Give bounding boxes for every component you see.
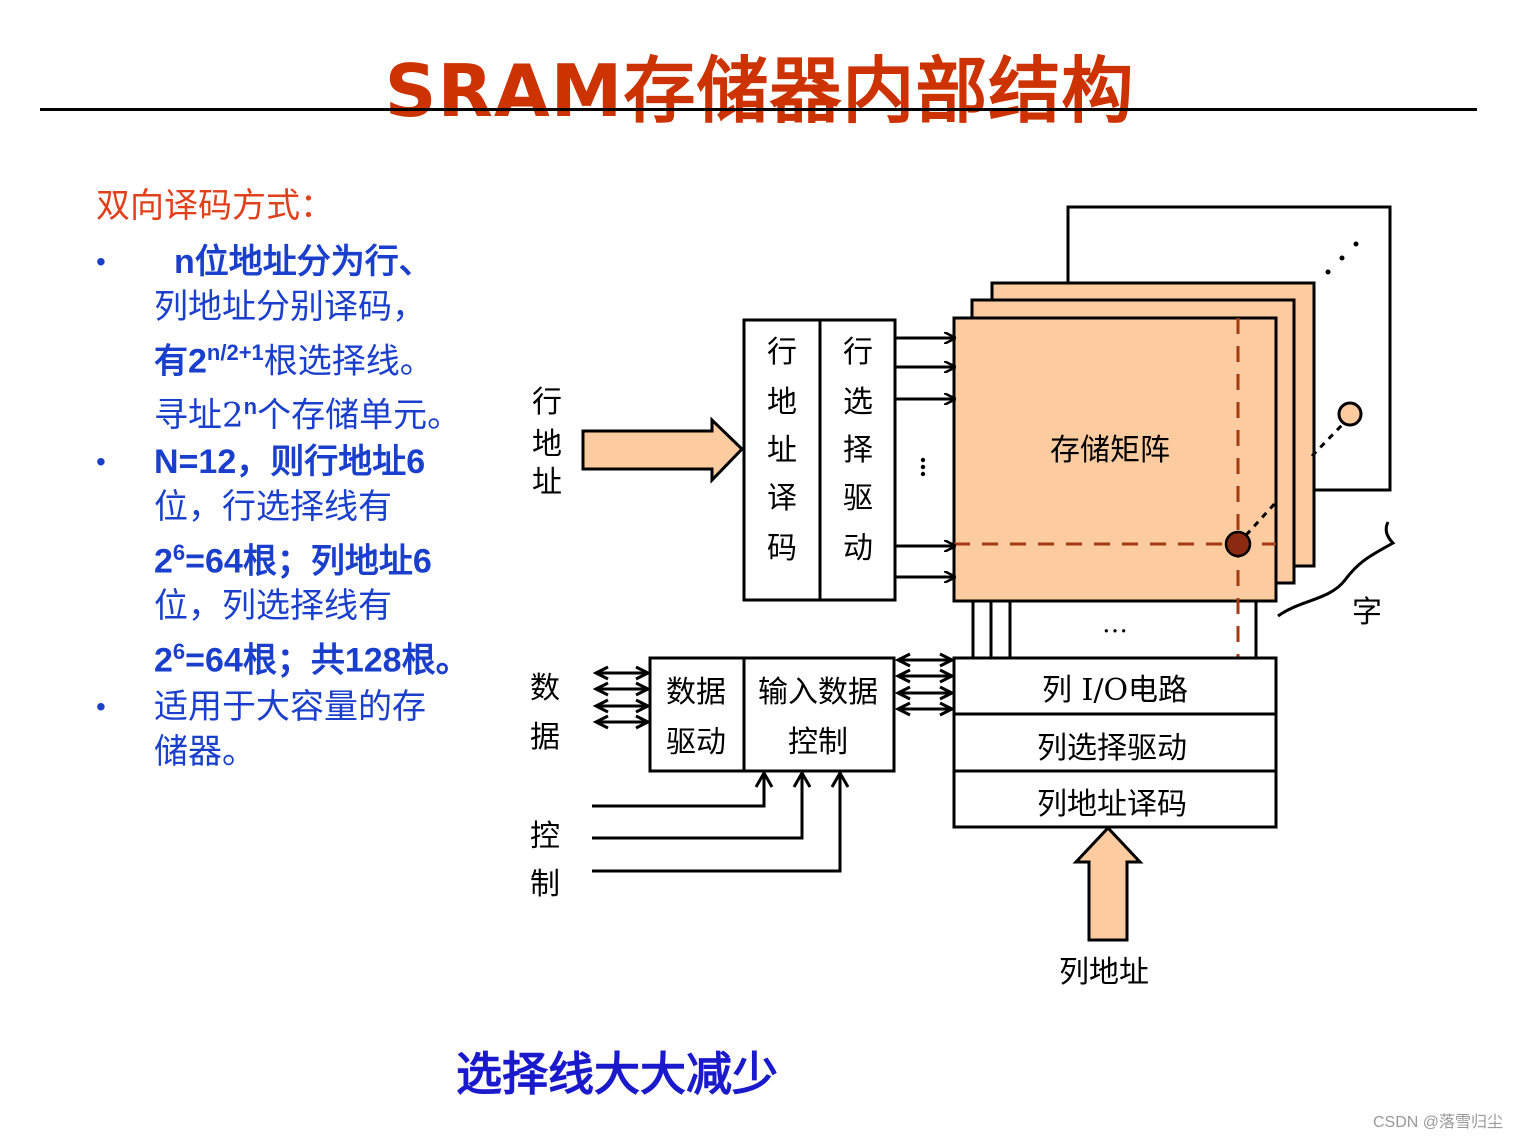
cell-link-dotted — [1236, 498, 1280, 546]
control-lines — [592, 769, 850, 873]
input-control-box — [742, 656, 896, 773]
control-label-2: 制 — [530, 867, 560, 902]
bullet-marker: • — [96, 691, 106, 722]
bullet-1-line-1: n位地址分为行、 — [174, 243, 433, 281]
row-address-arrow — [581, 416, 745, 484]
bullet-1-line-2: 列地址分别译码， — [154, 287, 426, 327]
slide-title: SRAM存储器内部结构 — [384, 49, 1135, 133]
bullet-1-line-3b: 根选择线。 — [263, 341, 434, 382]
row-select-lines — [895, 338, 954, 577]
svg-text:译: 译 — [767, 481, 797, 516]
svg-text:行: 行 — [843, 335, 873, 370]
column-address-label: 列地址 — [1059, 955, 1149, 990]
column-lines-ellipsis: … — [1102, 609, 1128, 639]
bullet-1-sup-1: n/2+1 — [206, 340, 264, 365]
section-heading: 双向译码方式： — [96, 186, 334, 226]
data-label-2: 据 — [530, 720, 560, 755]
column-driver-label: 列选择驱动 — [1037, 731, 1187, 766]
word-label: 字 — [1352, 595, 1382, 630]
input-control-label-2: 控制 — [788, 725, 848, 760]
bullet-2-line-2: 位，行选择线有 — [154, 487, 392, 527]
row-driver-label: 行 选 择 驱 动 — [843, 335, 873, 566]
row-decoder-box — [742, 318, 822, 602]
svg-text:选: 选 — [843, 385, 873, 420]
bullet-3: 适用于大容量的存 储器。 — [154, 685, 426, 775]
footer-caption: 选择线大大减少 — [456, 1047, 778, 1101]
control-label-1: 控 — [530, 819, 560, 854]
io-bus-arrows — [894, 652, 956, 717]
bullet-2-line-5b: =64根；共128根。 — [185, 641, 470, 680]
svg-text:址: 址 — [767, 433, 797, 468]
row-decoder-label: 行 地 址 译 码 — [767, 335, 797, 566]
bullet-1: n位地址分为行、 列地址分别译码， 有2n/2+1根选择线。 寻址2n个存储单元… — [154, 240, 461, 439]
row-driver-box — [818, 318, 897, 602]
data-driver-label-2: 驱动 — [666, 725, 726, 760]
svg-text:码: 码 — [767, 531, 797, 566]
data-driver-box — [648, 656, 746, 773]
row-lines-ellipsis — [920, 457, 926, 477]
bullet-marker: • — [96, 446, 106, 477]
bullet-3-line-2: 储器。 — [154, 732, 256, 772]
word-brace — [1277, 521, 1396, 618]
svg-text:动: 动 — [843, 531, 873, 566]
bullet-3-line-1: 适用于大容量的存 — [154, 687, 426, 727]
data-bus-arrows — [592, 665, 652, 730]
row-address-label-1: 行 — [532, 385, 562, 420]
column-decoder-label: 列地址译码 — [1037, 787, 1187, 822]
memory-matrix — [952, 316, 1278, 603]
bullet-1-sup-2: n — [243, 394, 258, 420]
bullet-1-line-4b: 个存储单元。 — [257, 395, 462, 436]
plane-ellipsis-dots — [1325, 241, 1359, 275]
data-driver-label-1: 数据 — [666, 675, 726, 710]
bullet-2-line-5a: 2 — [154, 641, 173, 680]
watermark: CSDN @落雪归尘 — [1372, 1114, 1503, 1131]
input-control-label-1: 输入数据 — [758, 675, 878, 710]
bullet-2: N=12，则行地址6 位，行选择线有 26=64根；列地址6 位，列选择线有 2… — [154, 440, 470, 684]
svg-text:地: 地 — [767, 385, 797, 420]
column-io-label: 列 I/O电路 — [1042, 673, 1188, 708]
row-address-label-2: 地 — [532, 427, 562, 462]
bullet-2-line-1: N=12，则行地址6 — [154, 443, 426, 481]
bullet-marker: • — [96, 246, 106, 277]
column-address-arrow — [1072, 825, 1144, 942]
bullet-1-line-4a: 寻址2 — [154, 395, 244, 436]
bullet-2-sup-2: 6 — [172, 639, 186, 665]
row-address-label-3: 址 — [532, 465, 562, 500]
bullet-2-line-3a: 2 — [154, 542, 173, 581]
bullet-2-line-4: 位，列选择线有 — [154, 586, 392, 627]
bullet-2-line-3b: =64根；列地址6 — [185, 542, 432, 581]
column-decoder-box — [952, 769, 1278, 829]
svg-text:驱: 驱 — [843, 481, 873, 516]
svg-text:择: 择 — [843, 433, 873, 468]
selected-cell — [1224, 530, 1252, 558]
bullet-1-line-3a: 有2 — [154, 342, 207, 381]
cell-in-back-plane — [1337, 401, 1363, 427]
bullet-2-sup-1: 6 — [172, 540, 186, 565]
matrix-label: 存储矩阵 — [1050, 433, 1170, 468]
title-underline — [40, 108, 1477, 111]
svg-text:行: 行 — [767, 335, 797, 370]
data-label-1: 数 — [530, 671, 560, 706]
column-lines — [971, 601, 1258, 658]
